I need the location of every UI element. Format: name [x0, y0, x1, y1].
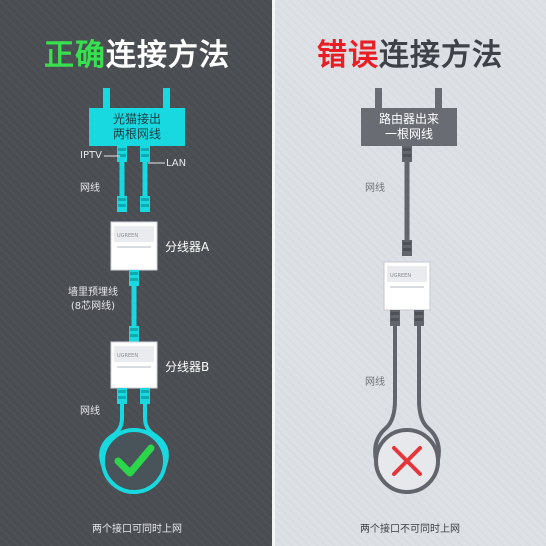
splitter-b-brand: UGREEN — [117, 353, 138, 359]
wall-cable-label: 墙里预埋线 (8芯网线) — [58, 286, 128, 314]
router-output-box: 路由器出来 一根网线 — [361, 108, 457, 146]
correct-method-title: 正确连接方法 — [0, 30, 274, 74]
lan-cable — [140, 146, 150, 212]
modem-output-box: 光猫接出 两根网线 — [89, 108, 185, 146]
wrong-method-panel — [274, 0, 546, 546]
modem-box-line-1: 光猫接出 — [112, 112, 161, 126]
wall-cable-label-line-2: (8芯网线) — [70, 301, 116, 312]
router-pole-right — [375, 88, 442, 110]
correct-result-caption: 两个接口可同时上网 — [92, 524, 182, 535]
success-check-icon — [101, 428, 167, 494]
cable-label-top-left: 网线 — [80, 183, 100, 194]
splitter-a-label: 分线器A — [165, 240, 210, 254]
router-box-line-1: 路由器出来 — [378, 112, 439, 126]
splitter-a-brand: UGREEN — [117, 233, 138, 239]
lan-port-label: LAN — [166, 158, 187, 169]
modem-box-line-2: 两根网线 — [112, 127, 161, 141]
router-pole-left — [103, 88, 170, 110]
iptv-cable — [117, 146, 127, 212]
failure-cross-icon — [374, 428, 440, 494]
cable-label-bottom-right: 网线 — [365, 377, 385, 388]
wrong-result-caption: 两个接口不可同时上网 — [360, 524, 460, 535]
correct-title-accent: 正确 — [44, 38, 106, 73]
wrong-title-accent: 错误 — [317, 38, 379, 73]
wall-cable — [129, 270, 139, 342]
wrong-title-rest: 连接方法 — [379, 38, 503, 73]
router-box-line-2: 一根网线 — [384, 127, 433, 141]
splitter-b-device — [110, 341, 158, 389]
splitter-right-brand: UGREEN — [390, 273, 411, 279]
wall-cable-label-line-1: 墙里预埋线 — [68, 287, 118, 298]
single-cable — [402, 146, 412, 256]
cable-label-bottom-left: 网线 — [80, 406, 100, 417]
splitter-b-label: 分线器B — [165, 360, 210, 374]
correct-title-rest: 连接方法 — [106, 38, 230, 73]
splitter-right-device — [383, 261, 431, 311]
iptv-port-label: IPTV — [80, 150, 102, 161]
cable-label-top-right: 网线 — [365, 183, 385, 194]
panel-divider — [272, 0, 275, 546]
wrong-method-title: 错误连接方法 — [274, 30, 546, 74]
splitter-a-device — [110, 221, 158, 271]
